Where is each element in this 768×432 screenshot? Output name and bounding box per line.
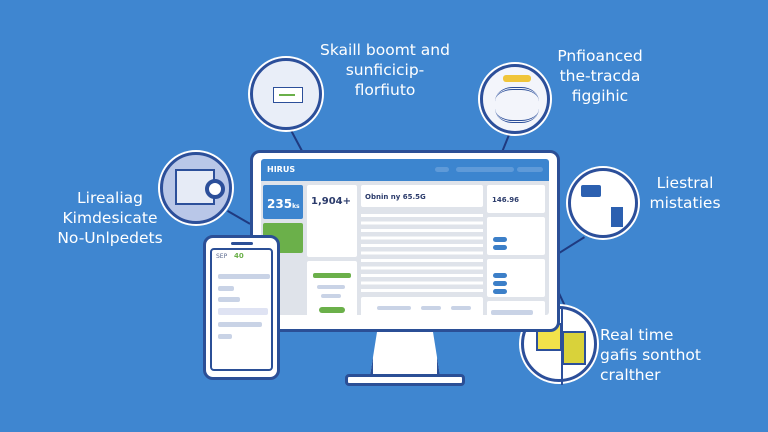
stat-total-value: 1,904+ [311, 196, 352, 207]
tag-chip[interactable] [493, 273, 507, 278]
data-table [361, 211, 483, 293]
headline-card: Obnin ny 65.5G [361, 185, 483, 207]
monitor-stand [370, 332, 440, 376]
connector-line [558, 236, 585, 254]
action-card [307, 261, 357, 315]
phone-input[interactable] [218, 308, 268, 315]
connector-line [227, 210, 251, 225]
filter-card [487, 217, 545, 255]
stat-right-value: 146.96 [492, 196, 520, 204]
dashboard-logo: HIRUS [267, 165, 296, 174]
action-button[interactable] [319, 307, 345, 313]
input-field[interactable] [491, 310, 533, 315]
monitor-base [345, 374, 465, 386]
headline-text: Obnin ny 65.5G [365, 193, 426, 201]
nav-item[interactable] [456, 167, 514, 172]
callout-right: Liestral mistaties [649, 174, 721, 212]
phone-badge: 40 [234, 252, 244, 260]
mobile-phone: SEP 40 [203, 235, 280, 380]
stat-blue-unit: ks [292, 203, 300, 210]
tag-card [487, 259, 545, 297]
table-footer-card [361, 297, 483, 315]
stat-card-total: 1,904+ [307, 185, 357, 257]
desktop-monitor: HIRUS 235ks 1,904+ Obnin ny 65.5G [250, 150, 560, 348]
stat-card-right: 146.96 [487, 185, 545, 213]
callout-bottom-right: Real time gafis sonthot cralther [600, 326, 701, 384]
phone-header: SEP [216, 253, 228, 260]
callout-left: Lirealiag Kimdesicate No-Unlpedets [57, 189, 163, 247]
tag-chip[interactable] [493, 281, 507, 286]
tag-chip[interactable] [493, 289, 507, 294]
stat-card-blue: 235ks [263, 185, 303, 219]
dashboard-screen: HIRUS 235ks 1,904+ Obnin ny 65.5G [261, 159, 549, 315]
callout-top-center: Skaill boomt and sunficicip- florfiuto [320, 41, 450, 99]
layers-illustration-icon [480, 64, 550, 134]
nav-item[interactable] [517, 167, 543, 172]
devices-illustration-icon [568, 168, 638, 238]
callout-top-right: Pnfioanced the-tracda figgihic [557, 47, 643, 105]
filter-chip[interactable] [493, 245, 507, 250]
input-card [487, 301, 545, 315]
nav-item[interactable] [435, 167, 449, 172]
analytics-illustration-icon [250, 58, 322, 130]
phone-speaker [231, 242, 253, 245]
filter-chip[interactable] [493, 237, 507, 242]
stat-blue-value: 235 [267, 197, 293, 211]
email-illustration-icon [160, 152, 232, 224]
dashboard-topbar: HIRUS [261, 159, 549, 181]
phone-screen: SEP 40 [210, 248, 273, 371]
